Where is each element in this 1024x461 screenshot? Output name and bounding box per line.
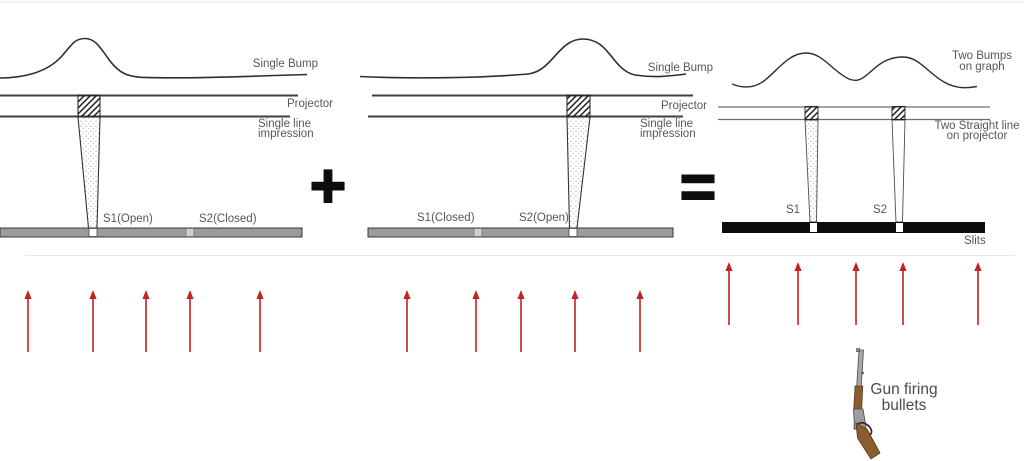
- panel-right-graphics: [718, 52, 990, 460]
- right-slit-hatch-s2: [891, 106, 906, 120]
- right-projector-label: Two Straight line on projector: [917, 120, 1024, 142]
- middle-barrier-bar: [367, 227, 674, 238]
- bullet-arrow: [852, 262, 860, 325]
- middle-impression-label: Single line impression: [640, 118, 696, 140]
- middle-light-beam: [566, 116, 591, 229]
- left-impression-line1: Single line: [258, 118, 312, 130]
- right-s2-label: S2: [873, 204, 888, 216]
- middle-impression-line2: impression: [640, 128, 696, 140]
- bullet-arrow: [899, 262, 907, 325]
- left-s2-label: S2(Closed): [199, 213, 257, 225]
- panel-middle-graphics: [359, 38, 693, 352]
- bullet-arrow: [974, 262, 982, 325]
- right-two-bumps-curve: [731, 52, 978, 89]
- bullet-arrow: [403, 290, 411, 352]
- middle-projector-slit-hatch: [566, 94, 591, 118]
- gun-label-line2: bullets: [881, 397, 927, 414]
- bullet-arrow: [256, 290, 264, 352]
- bullet-arrow: [142, 290, 150, 352]
- middle-single-bump-curve: [359, 38, 687, 79]
- right-slit-s1-gap: [810, 223, 817, 232]
- left-single-bump-curve: [0, 37, 308, 79]
- right-s1-label: S1: [786, 204, 801, 216]
- gun-label: Gun firing bullets: [854, 382, 954, 414]
- middle-impression-line1: Single line: [640, 118, 694, 130]
- middle-s1-label: S1(Closed): [417, 212, 475, 224]
- gun-barrel-band: [861, 371, 864, 375]
- middle-bullet-arrows: [403, 290, 644, 352]
- middle-projector-label: Projector: [660, 100, 707, 112]
- right-beam-s1: [804, 119, 819, 223]
- gun-front-sight: [856, 348, 861, 353]
- left-impression-line2: impression: [258, 128, 314, 140]
- bullet-arrow: [794, 262, 802, 325]
- left-slit-s1-open: [88, 228, 98, 237]
- right-projector-line2: on projector: [946, 130, 1008, 142]
- equals-operator: =: [679, 152, 717, 223]
- middle-slit-s2-open: [568, 228, 578, 237]
- middle-bump-label: Single Bump: [647, 62, 713, 74]
- right-slit-s2-gap: [896, 223, 903, 232]
- gun-label-line1: Gun firing: [870, 381, 938, 398]
- right-bump-line2: on graph: [959, 60, 1005, 73]
- right-slit-hatch-s1: [804, 106, 819, 120]
- bullet-arrow: [636, 290, 644, 352]
- bullet-arrow: [24, 290, 32, 352]
- right-projector-line1: Two Straight line: [934, 120, 1020, 132]
- bullet-arrow: [725, 262, 733, 325]
- left-slit-s2-closed: [185, 228, 195, 237]
- bullet-arrow: [517, 290, 525, 352]
- gun-stock-wood: [855, 422, 881, 460]
- left-s1-label: S1(Open): [103, 213, 153, 225]
- bullet-arrow: [571, 290, 579, 352]
- bullet-arrow: [472, 290, 480, 352]
- right-bump-line1: Two Bumps: [951, 50, 1013, 62]
- right-bullet-arrows: [725, 262, 982, 325]
- left-light-beam: [77, 116, 101, 229]
- left-projector-label: Projector: [286, 98, 333, 110]
- panel-left-graphics: [0, 37, 308, 352]
- right-bump-label: Two Bumps on graph: [932, 51, 1024, 72]
- right-beam-s2: [891, 119, 906, 223]
- bullet-arrow: [89, 290, 97, 352]
- left-impression-label: Single line impression: [258, 118, 314, 140]
- bullet-arrow: [186, 290, 194, 352]
- right-slits-bar: [722, 222, 985, 233]
- left-projector-slit-hatch: [77, 94, 101, 118]
- middle-slit-s1-closed: [473, 228, 483, 237]
- left-bullet-arrows: [24, 290, 264, 352]
- gun-illustration: [853, 348, 881, 460]
- left-barrier-bar: [0, 227, 303, 238]
- right-slits-label: Slits: [964, 235, 986, 247]
- middle-s2-label: S2(Open): [519, 212, 569, 224]
- plus-operator: +: [309, 151, 347, 222]
- left-bump-label: Single Bump: [252, 58, 318, 70]
